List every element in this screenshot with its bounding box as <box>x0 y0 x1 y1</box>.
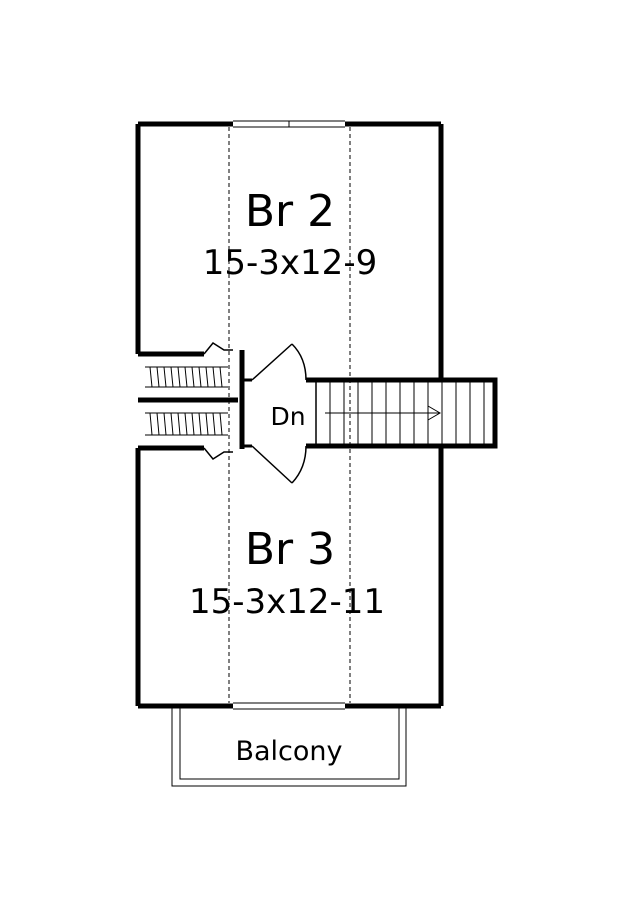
dashed-ceiling-lines <box>228 127 351 703</box>
room-label-br3: Br 3 <box>245 524 335 575</box>
closet-hanger <box>219 412 223 436</box>
closet-hanger <box>163 366 167 388</box>
closet-hanger <box>177 412 181 436</box>
bedroom-door-lower <box>251 445 307 484</box>
staircase <box>306 377 498 449</box>
closet-hanger <box>163 412 167 436</box>
balcony-outline <box>171 706 407 787</box>
exterior-walls <box>135 121 444 709</box>
window-top <box>233 120 345 128</box>
closet-hanger <box>205 366 209 388</box>
closet-hanger <box>156 366 160 388</box>
closet-hanger <box>156 412 160 436</box>
room-label-balcony: Balcony <box>235 736 342 767</box>
closet-hanger <box>177 366 181 388</box>
room-size-br2: 15-3x12-9 <box>203 243 377 283</box>
closet-hanger <box>198 412 202 436</box>
bedroom-door-upper <box>251 343 307 381</box>
closet-hanger <box>149 366 153 388</box>
closet-lower <box>138 412 233 460</box>
closet-upper <box>138 342 238 403</box>
closet-hanger <box>170 412 174 436</box>
hall-wall <box>239 350 252 449</box>
closet-hanger <box>205 412 209 436</box>
closet-hanger <box>149 412 153 436</box>
window-bottom <box>233 702 345 710</box>
closet-hanger <box>219 366 223 388</box>
closet-hanger <box>170 366 174 388</box>
closet-hanger <box>184 366 188 388</box>
closet-hanger <box>198 366 202 388</box>
room-label-br2: Br 2 <box>245 186 335 237</box>
closet-hanger <box>212 412 216 436</box>
closet-hanger <box>191 366 195 388</box>
closet-hanger <box>184 412 188 436</box>
closet-hanger <box>212 366 216 388</box>
stair-label: Dn <box>270 402 305 431</box>
room-size-br3: 15-3x12-11 <box>189 582 385 622</box>
closet-hanger <box>191 412 195 436</box>
